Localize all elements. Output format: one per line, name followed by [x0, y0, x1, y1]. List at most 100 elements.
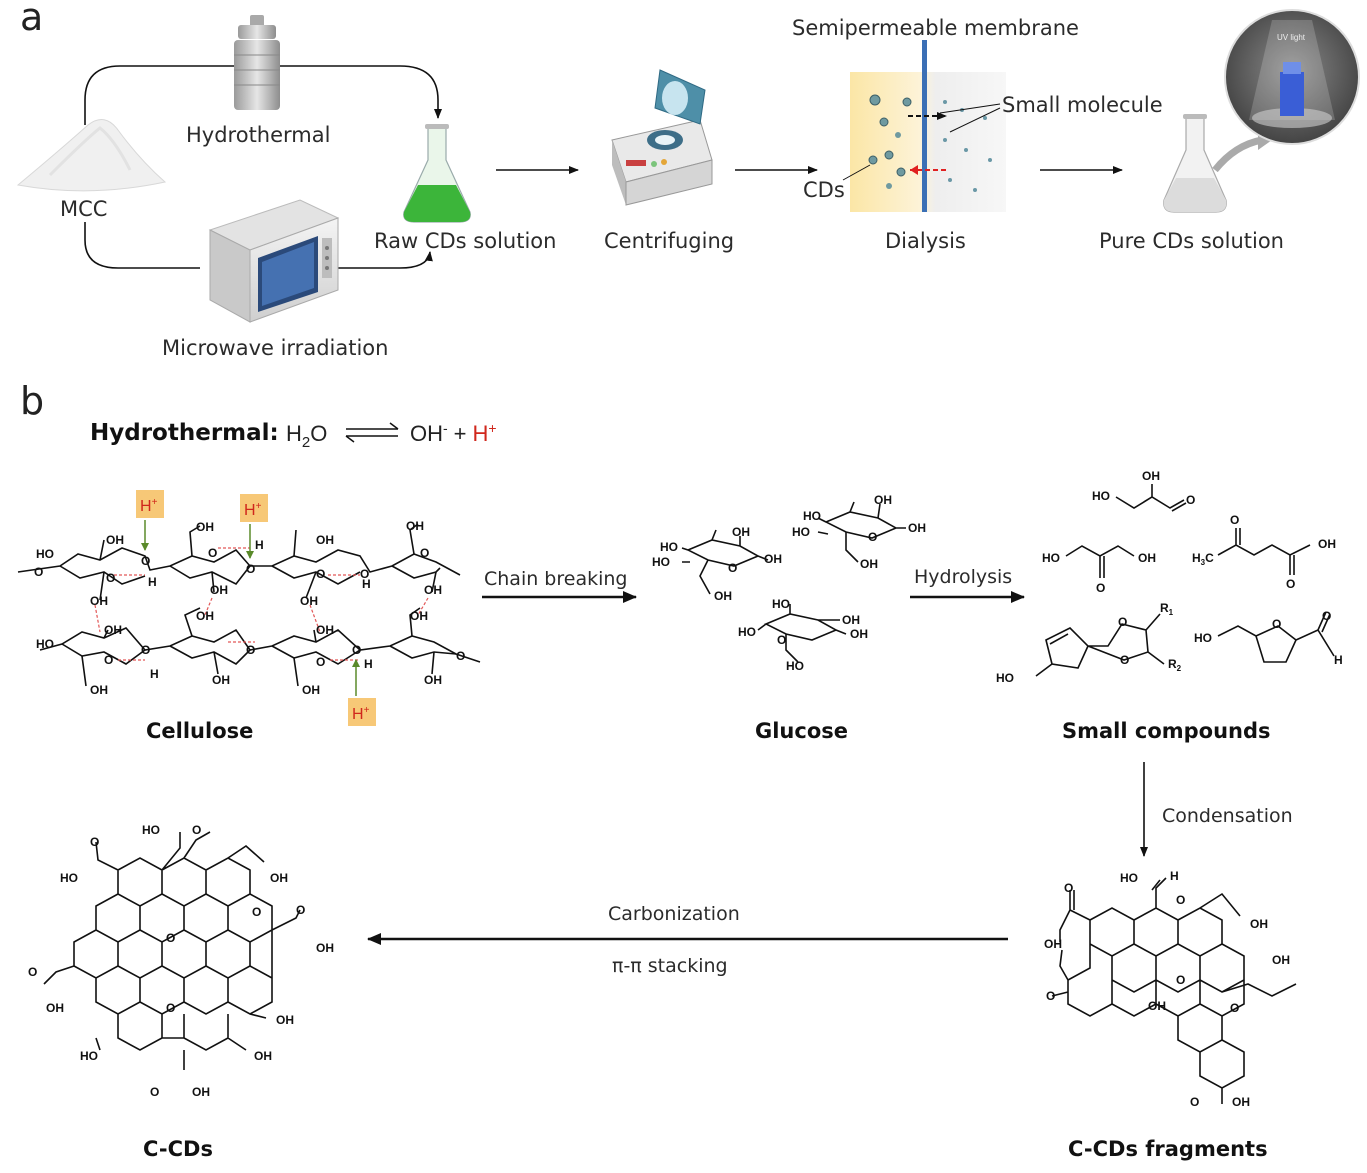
autoclave-icon: [234, 15, 280, 110]
uv-light-text: UV light: [1277, 33, 1306, 42]
svg-text:OH: OH: [1272, 953, 1290, 967]
svg-text:O: O: [352, 643, 361, 657]
svg-text:OH: OH: [714, 589, 732, 603]
svg-text:OH: OH: [106, 533, 124, 547]
svg-text:HO: HO: [36, 637, 54, 651]
svg-text:OH: OH: [1142, 469, 1160, 483]
svg-text:OH: OH: [212, 673, 230, 687]
glucose-label: Glucose: [755, 719, 848, 743]
svg-text:H: H: [255, 538, 264, 552]
panel-a: a MCC Hydrothermal: [16, 0, 1360, 360]
svg-text:R2: R2: [1168, 657, 1182, 673]
svg-text:O: O: [1096, 581, 1105, 595]
svg-text:O: O: [192, 823, 201, 837]
svg-text:HO: HO: [996, 671, 1014, 685]
svg-text:H: H: [1170, 869, 1179, 883]
svg-text:OH: OH: [1148, 999, 1166, 1013]
svg-text:OH: OH: [90, 594, 108, 608]
svg-text:OH: OH: [300, 594, 318, 608]
proton-box-3: H+: [348, 659, 376, 726]
svg-text:O: O: [90, 835, 99, 849]
svg-text:OH: OH: [1250, 917, 1268, 931]
svg-text:OH: OH: [1138, 551, 1156, 565]
uv-pointer-arrow: [1212, 136, 1263, 173]
hydrothermal-equation: Hydrothermal:: [90, 420, 279, 446]
fragments-label: C-CDs fragments: [1068, 1137, 1268, 1161]
svg-text:O: O: [34, 565, 43, 579]
svg-text:O: O: [1046, 989, 1055, 1003]
svg-text:O: O: [166, 1001, 175, 1015]
svg-text:O: O: [777, 633, 786, 647]
svg-text:O: O: [728, 561, 737, 575]
svg-text:O: O: [1286, 577, 1295, 591]
proton-box-2: H+: [240, 494, 268, 559]
svg-text:HO: HO: [792, 525, 810, 539]
dialysis-icon: [842, 40, 1006, 212]
svg-text:H+: H+: [140, 497, 158, 515]
svg-text:OH: OH: [424, 583, 442, 597]
svg-text:O: O: [868, 530, 877, 544]
svg-text:OH: OH: [196, 520, 214, 534]
svg-text:O: O: [296, 903, 305, 917]
mcc-to-hydrothermal-line: [84, 65, 240, 125]
svg-text:O: O: [1186, 493, 1195, 507]
svg-text:OH: OH: [1044, 937, 1062, 951]
svg-text:HO: HO: [660, 540, 678, 554]
svg-text:OH: OH: [302, 683, 320, 697]
microwave-icon: [208, 199, 340, 323]
svg-text:H: H: [148, 575, 157, 589]
svg-text:O: O: [252, 905, 261, 919]
svg-text:HO: HO: [80, 1049, 98, 1063]
svg-text:OH: OH: [192, 1085, 210, 1099]
svg-text:HO: HO: [738, 625, 756, 639]
svg-text:O: O: [246, 562, 255, 576]
ccds-label: C-CDs: [143, 1137, 213, 1161]
mcc-to-microwave-line: [84, 222, 200, 269]
svg-text:H+: H+: [244, 501, 262, 519]
hydrothermal-label: Hydrothermal: [186, 123, 330, 147]
svg-text:OH: OH: [764, 552, 782, 566]
proton-box-1: H+: [136, 490, 164, 551]
svg-text:HO: HO: [652, 555, 670, 569]
svg-text:OH: OH: [276, 1013, 294, 1027]
small-compounds-label: Small compounds: [1062, 719, 1271, 743]
svg-text:O: O: [106, 571, 115, 585]
dialysis-label: Dialysis: [885, 229, 966, 253]
membrane-label: Semipermeable membrane: [792, 16, 1079, 40]
svg-text:O: O: [1230, 513, 1239, 527]
cds-label: CDs: [803, 178, 845, 202]
svg-text:OH: OH: [104, 623, 122, 637]
svg-text:O: O: [316, 655, 325, 669]
svg-text:OH: OH: [842, 613, 860, 627]
svg-text:HO: HO: [803, 509, 821, 523]
svg-text:O: O: [456, 649, 465, 663]
pure-cds-label: Pure CDs solution: [1099, 229, 1284, 253]
microwave-label: Microwave irradiation: [162, 336, 388, 360]
svg-text:O: O: [360, 567, 369, 581]
svg-text:H: H: [362, 577, 371, 591]
hydrothermal-to-flask-arrow: [280, 65, 442, 119]
svg-text:O: O: [28, 965, 37, 979]
svg-text:OH: OH: [254, 1049, 272, 1063]
panel-a-label: a: [20, 0, 43, 39]
svg-text:HO: HO: [1120, 871, 1138, 885]
svg-text:OH: OH: [908, 521, 926, 535]
hydrolysis-label: Hydrolysis: [914, 566, 1012, 588]
svg-text:OH: OH: [46, 1001, 64, 1015]
svg-text:O: O: [1176, 893, 1185, 907]
microwave-to-flask-arrow: [338, 251, 433, 269]
svg-text:OH: OH: [424, 673, 442, 687]
panel-b-label: b: [20, 379, 44, 423]
svg-text:OH: OH: [316, 623, 334, 637]
svg-text:OH: OH: [90, 683, 108, 697]
svg-text:O: O: [1118, 615, 1127, 629]
centrifuging-label: Centrifuging: [604, 229, 734, 253]
water-formula: H2O: [286, 421, 327, 451]
condensation-label: Condensation: [1162, 805, 1293, 827]
svg-text:H: H: [364, 657, 373, 671]
svg-text:OH: OH: [316, 533, 334, 547]
mcc-powder-icon: [16, 119, 167, 192]
raw-cds-label: Raw CDs solution: [374, 229, 556, 253]
svg-text:H+: H+: [352, 705, 370, 723]
